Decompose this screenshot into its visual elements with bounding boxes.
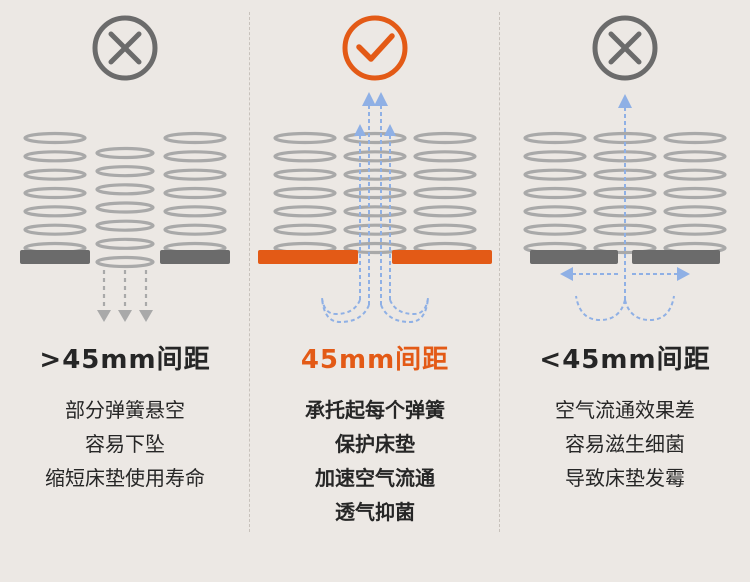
- support-bar: [20, 250, 90, 264]
- spring-coil: [95, 201, 155, 214]
- airflow-arrowheads: [354, 92, 396, 136]
- spring-coil: [413, 223, 477, 236]
- panel-divider-2: [499, 12, 500, 532]
- support-bar: [632, 250, 720, 264]
- spring-coil: [23, 131, 87, 145]
- spring-coil: [273, 186, 337, 200]
- support-bar: [530, 250, 618, 264]
- spring-coil: [523, 205, 587, 218]
- spring-coil: [23, 205, 87, 218]
- narrow-spacing-illustration: [523, 15, 727, 322]
- correct-spacing-illustration: [258, 15, 492, 324]
- panel-description: 部分弹簧悬空 容易下坠 缩短床垫使用寿命: [0, 393, 250, 495]
- spring: [593, 131, 657, 255]
- panel-heading: >45mm间距: [39, 345, 211, 375]
- support-bar: [258, 250, 358, 264]
- description-line: 部分弹簧悬空: [65, 398, 185, 422]
- panel-narrow-spacing: <45mm间距 空气流通效果差 容易滋生细菌 导致床垫发霉: [500, 0, 750, 582]
- spring-coil: [343, 223, 407, 236]
- spring-coil: [663, 223, 727, 236]
- spring-coil: [23, 223, 87, 236]
- spring-coil: [343, 168, 407, 181]
- description-line: 缩短床垫使用寿命: [45, 466, 205, 490]
- spring-coil: [163, 186, 227, 200]
- spring: [163, 131, 227, 255]
- spring: [413, 131, 477, 255]
- spring: [523, 131, 587, 255]
- spring-coil: [343, 150, 407, 163]
- spring-coil: [413, 150, 477, 163]
- spring-coil: [663, 150, 727, 163]
- description-line: 容易下坠: [85, 432, 165, 456]
- spring-coil: [523, 150, 587, 163]
- spring: [663, 131, 727, 255]
- panel-heading: <45mm间距: [539, 345, 711, 375]
- spring-coil: [663, 186, 727, 200]
- panel-heading: 45mm间距: [300, 345, 450, 375]
- check-icon: [342, 15, 408, 81]
- cross-icon: [92, 15, 158, 81]
- description-line: 容易滋生细菌: [565, 432, 685, 456]
- spring: [23, 131, 87, 255]
- spring-coil: [663, 205, 727, 218]
- spring-coil: [23, 150, 87, 163]
- panel-wide-spacing: >45mm间距 部分弹簧悬空 容易下坠 缩短床垫使用寿命: [0, 0, 250, 582]
- spring-coil: [23, 168, 87, 181]
- airflow-arrows: [572, 108, 678, 322]
- spring-coil: [523, 186, 587, 200]
- spring-coil: [163, 223, 227, 236]
- spring-coil: [95, 255, 155, 269]
- spring: [343, 131, 407, 255]
- spring-coil: [273, 168, 337, 181]
- spring-coil: [273, 223, 337, 236]
- spring-coil: [95, 183, 155, 196]
- spring-coil: [95, 165, 155, 178]
- panel-description: 空气流通效果差 容易滋生细菌 导致床垫发霉: [500, 393, 750, 495]
- spring-coil: [95, 146, 155, 160]
- description-line: 空气流通效果差: [555, 398, 695, 422]
- spring-coil: [413, 131, 477, 145]
- description-line: 加速空气流通: [315, 466, 435, 490]
- spring-coil: [343, 241, 407, 255]
- panel-divider-1: [249, 12, 250, 532]
- spring-coil: [523, 168, 587, 181]
- spring-coil: [593, 186, 657, 200]
- spring-coil: [95, 219, 155, 232]
- spring-coil: [523, 223, 587, 236]
- spring-coil: [663, 131, 727, 145]
- wide-spacing-illustration: [20, 15, 230, 322]
- cross-icon: [592, 15, 658, 81]
- spring-coil: [95, 237, 155, 250]
- spring-coil: [163, 150, 227, 163]
- spring-coil: [343, 186, 407, 200]
- spring-coil: [273, 205, 337, 218]
- spring-coil: [413, 186, 477, 200]
- spring-coil: [273, 131, 337, 145]
- airflow-arrowheads: [560, 94, 690, 281]
- spring-coil: [663, 168, 727, 181]
- panel-description: 承托起每个弹簧 保护床垫 加速空气流通 透气抑菌: [250, 393, 500, 529]
- airflow-arrows: [321, 105, 429, 324]
- description-line: 透气抑菌: [335, 500, 415, 524]
- spring-coil: [413, 205, 477, 218]
- spring-coil: [413, 168, 477, 181]
- spring-coil: [163, 168, 227, 181]
- panel-correct-spacing: 45mm间距 承托起每个弹簧 保护床垫 加速空气流通 透气抑菌: [250, 0, 500, 582]
- support-bar: [160, 250, 230, 264]
- spring-coil: [23, 186, 87, 200]
- spring-coil: [273, 150, 337, 163]
- sag-arrows: [97, 270, 153, 322]
- spring-sagging: [95, 146, 155, 269]
- spring-coil: [163, 205, 227, 218]
- spring-coil: [343, 205, 407, 218]
- support-bar: [392, 250, 492, 264]
- spring: [273, 131, 337, 255]
- description-line: 承托起每个弹簧: [305, 398, 445, 422]
- spring-coil: [523, 131, 587, 145]
- description-line: 保护床垫: [335, 432, 415, 456]
- description-line: 导致床垫发霉: [565, 466, 685, 490]
- spring-coil: [343, 131, 407, 145]
- spring-coil: [163, 131, 227, 145]
